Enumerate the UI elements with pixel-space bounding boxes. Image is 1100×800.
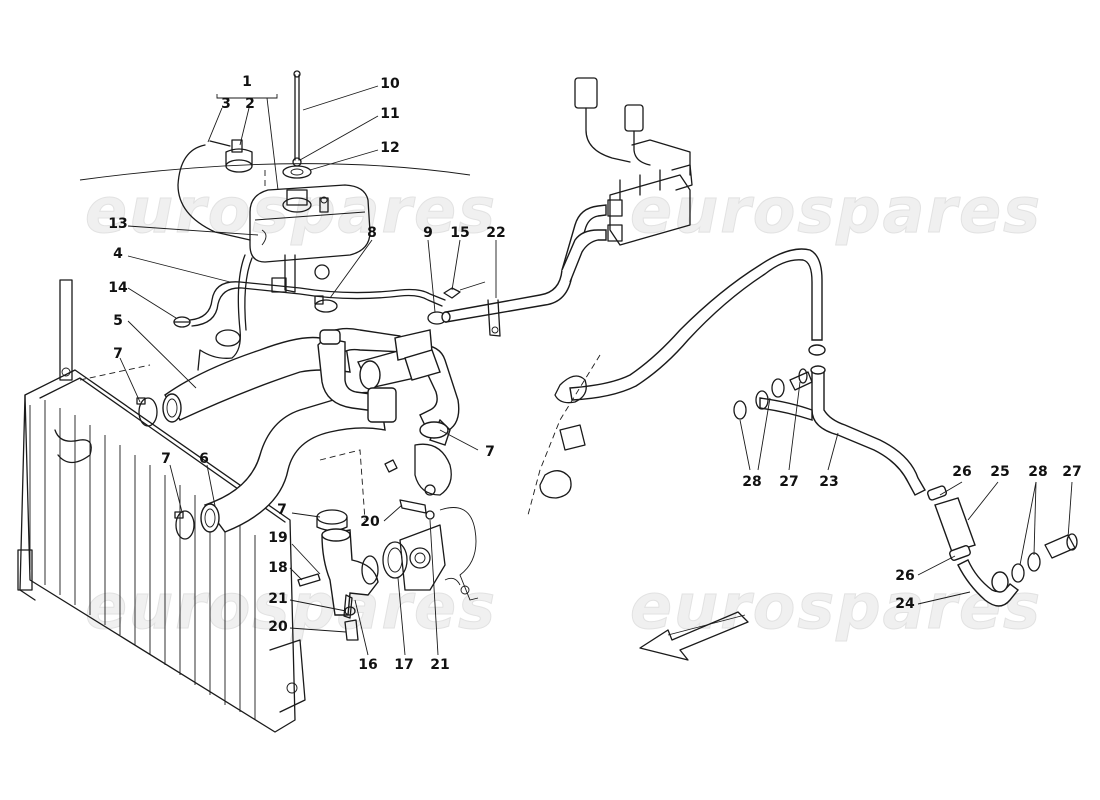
- callout-14: 14: [108, 280, 128, 296]
- callout-23: 23: [819, 474, 838, 490]
- callout-20: 20: [360, 514, 380, 530]
- callout-7: 7: [161, 451, 171, 467]
- callout-18: 18: [268, 560, 287, 576]
- callout-4: 4: [113, 246, 123, 262]
- leader-lines: [119, 85, 1073, 656]
- bleed-hose: [173, 254, 486, 371]
- callout-12: 12: [380, 140, 399, 156]
- radiator: [17, 279, 306, 733]
- callout-26: 26: [952, 464, 971, 480]
- callout-27: 27: [1062, 464, 1081, 480]
- callout-19: 19: [268, 530, 287, 546]
- callout-8: 8: [367, 225, 377, 241]
- callout-20: 20: [268, 619, 288, 635]
- callout-2: 2: [245, 96, 255, 112]
- expansion-tank: [177, 70, 371, 293]
- heater-hose-assembly: [527, 248, 1078, 661]
- watermark-text: eurospares: [85, 570, 497, 643]
- watermark-group: eurospares eurospares eurospares eurospa…: [79, 163, 1042, 644]
- callout-21: 21: [430, 657, 449, 673]
- callout-7: 7: [277, 502, 287, 518]
- callout-6: 6: [199, 451, 209, 467]
- callout-10: 10: [380, 76, 400, 92]
- heater-pipe: [441, 77, 693, 337]
- callout-26: 26: [895, 568, 914, 584]
- junction-hoses: [317, 329, 460, 496]
- callout-15: 15: [450, 225, 469, 241]
- callout-25: 25: [990, 464, 1009, 480]
- radiator-hose-lower: [174, 391, 386, 540]
- callout-21: 21: [268, 591, 287, 607]
- callout-17: 17: [394, 657, 413, 673]
- callout-5: 5: [113, 313, 123, 329]
- thermostat-housing: [297, 449, 479, 641]
- callout-9: 9: [423, 225, 433, 241]
- callout-28: 28: [742, 474, 761, 490]
- callout-16: 16: [358, 657, 377, 673]
- callout-27: 27: [779, 474, 798, 490]
- watermark-text: eurospares: [630, 174, 1042, 247]
- callout-24: 24: [895, 596, 915, 612]
- callout-3: 3: [221, 96, 231, 112]
- callout-22: 22: [486, 225, 505, 241]
- callout-28: 28: [1028, 464, 1047, 480]
- watermark-text: eurospares: [85, 174, 497, 247]
- callout-labels: 1 3 2 10 11 12 13 4 14 5 7 8 9 15 22 7 6…: [108, 74, 1081, 673]
- callout-13: 13: [108, 216, 127, 232]
- callout-11: 11: [380, 106, 399, 122]
- callout-7: 7: [113, 346, 123, 362]
- callout-1: 1: [242, 74, 252, 90]
- callout-7: 7: [485, 444, 495, 460]
